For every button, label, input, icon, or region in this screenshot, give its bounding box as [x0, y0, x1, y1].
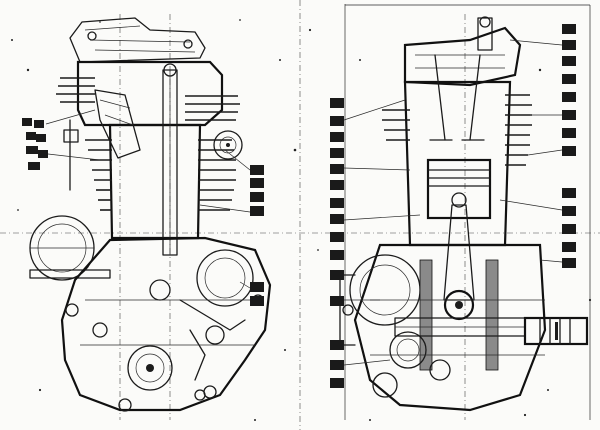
callout-marker [250, 296, 264, 306]
section-cylinder [403, 80, 512, 247]
callout-marker [330, 232, 344, 242]
cylinder-barrel [85, 123, 236, 240]
callout-marker [562, 24, 576, 34]
callout-marker [34, 120, 44, 128]
tappet-cover [213, 130, 243, 160]
callout-markers [22, 24, 576, 388]
cylinder-head [76, 60, 224, 127]
valve-stems [429, 54, 485, 141]
exhaust-port [94, 89, 141, 159]
callout-marker [330, 214, 344, 224]
leader-lines [45, 39, 563, 366]
callout-marker [250, 178, 264, 188]
callout-marker [250, 282, 264, 292]
callout-marker [562, 146, 576, 156]
callout-marker [250, 192, 264, 202]
callout-marker [330, 180, 344, 190]
callout-marker [330, 250, 344, 260]
timing-gears [370, 299, 545, 398]
callout-marker [330, 296, 344, 306]
callout-marker [250, 206, 264, 216]
crankshaft-flywheels [349, 243, 547, 412]
callout-marker [562, 40, 576, 50]
callout-marker [330, 340, 344, 350]
callout-marker [330, 378, 344, 388]
callout-marker [330, 198, 344, 208]
crankcase [60, 236, 272, 412]
connecting-rod [443, 204, 475, 321]
callout-marker [562, 56, 576, 66]
callout-marker [562, 258, 576, 268]
callout-marker [562, 128, 576, 138]
head-cooling-fins [56, 77, 240, 121]
callout-marker [330, 270, 344, 280]
mounting-lugs [65, 294, 264, 399]
pushrod-tube [162, 63, 178, 256]
section-cooling-fins [382, 94, 532, 166]
callout-marker [330, 360, 344, 370]
section-rocker-housing [403, 16, 522, 87]
side-elevation-view [29, 17, 272, 412]
callout-marker [562, 206, 576, 216]
callout-marker [562, 242, 576, 252]
callout-marker [330, 164, 344, 174]
callout-marker [22, 118, 32, 126]
callout-marker [562, 224, 576, 234]
rocker-box [69, 17, 206, 63]
callout-marker [38, 150, 48, 158]
callout-marker [330, 148, 344, 158]
output-shaft [523, 316, 589, 346]
callout-marker [26, 132, 36, 140]
scan-noise [11, 19, 592, 421]
magneto-housing [29, 215, 111, 281]
callout-marker [250, 165, 264, 175]
cross-section-view [339, 16, 589, 412]
callout-marker [562, 110, 576, 120]
callout-marker [330, 132, 344, 142]
section-left-boss [339, 274, 356, 346]
piston [426, 158, 492, 220]
oil-pipe [63, 119, 79, 191]
callout-marker [562, 74, 576, 84]
callout-marker [562, 92, 576, 102]
callout-marker [26, 146, 38, 154]
callout-marker [36, 134, 46, 142]
callout-marker [562, 188, 576, 198]
callout-marker [330, 116, 344, 126]
callout-marker [330, 98, 344, 108]
callout-marker [28, 162, 40, 170]
